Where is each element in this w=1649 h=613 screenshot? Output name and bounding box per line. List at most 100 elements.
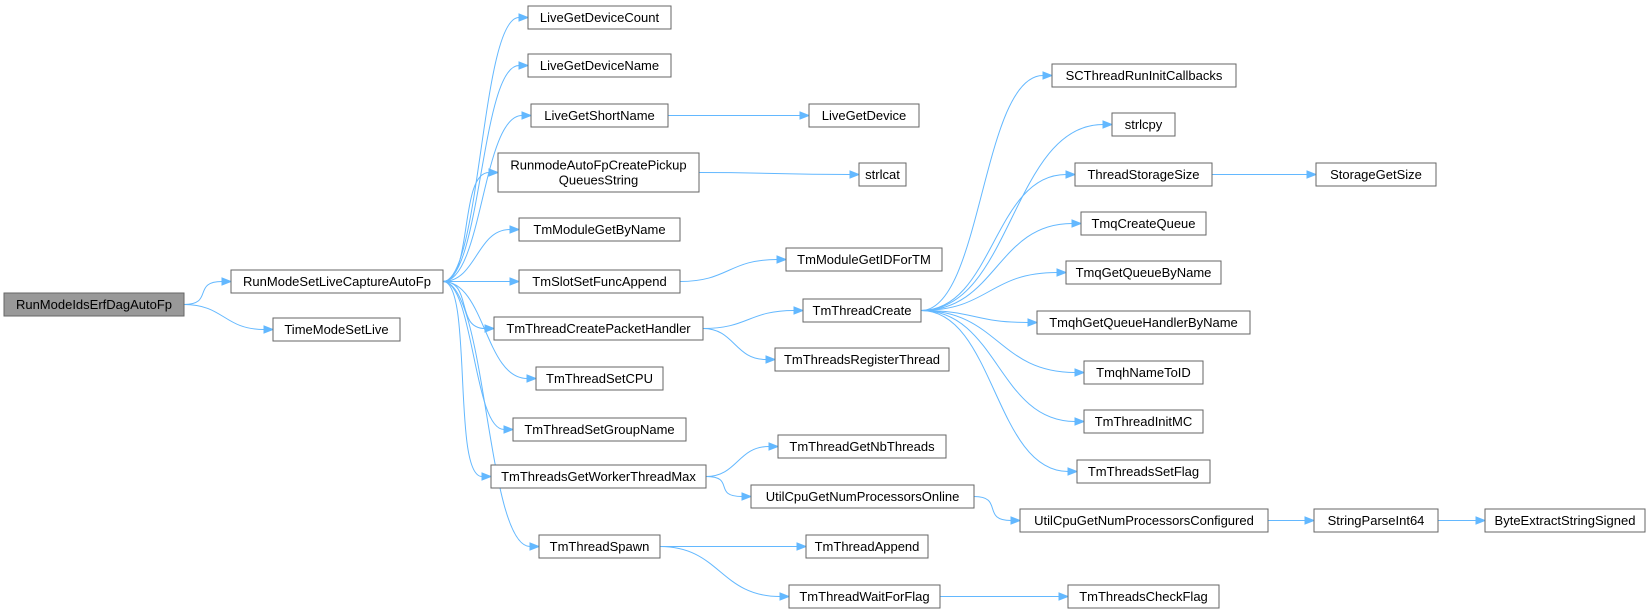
node-live-get-short-name[interactable]: LiveGetShortName [530,103,669,128]
node-live-get-device-name[interactable]: LiveGetDeviceName [527,53,672,78]
arrowhead [1074,368,1086,377]
edge-n23-n25 [659,546,791,601]
node-box [1051,63,1237,88]
arrowhead [1067,467,1079,476]
node-tm-thread-create-packet-handler[interactable]: TmThreadCreatePacketHandler [493,316,704,341]
node-scthread-run-init-callbacks[interactable]: SCThreadRunInitCallbacks [1051,63,1237,88]
edge-n13-n29 [920,170,1077,311]
node-run-mode-set-live-capture-auto-fp[interactable]: RunModeSetLiveCaptureAutoFp [230,269,444,294]
arrowhead [263,325,275,334]
node-box [788,584,941,609]
arrowhead [488,168,500,177]
arrowhead [741,492,753,501]
node-live-get-device-count[interactable]: LiveGetDeviceCount [527,5,672,30]
node-box [527,53,672,78]
node-label: TmqhNameToID [1096,365,1191,380]
node-tm-thread-append[interactable]: TmThreadAppend [805,534,929,559]
node-label: RunModeSetLiveCaptureAutoFp [243,274,431,289]
node-tm-threads-set-flag[interactable]: TmThreadsSetFlag [1076,459,1211,484]
edge-n23-n24 [660,542,808,551]
node-util-cpu-get-num-processors-configured[interactable]: UtilCpuGetNumProcessorsConfigured [1019,508,1269,533]
edge-line [698,172,851,175]
edge-line [442,281,486,329]
node-tm-threads-get-worker-thread-max[interactable]: TmThreadsGetWorkerThreadMax [490,464,707,489]
node-label: SCThreadRunInitCallbacks [1066,68,1223,83]
node-string-parse-int64[interactable]: StringParseInt64 [1313,508,1439,533]
node-tm-thread-set-cpu[interactable]: TmThreadSetCPU [535,366,664,391]
arrowhead [1065,170,1077,179]
node-thread-storage-size[interactable]: ThreadStorageSize [1074,162,1213,187]
edge-line [679,259,778,282]
node-box [774,347,950,372]
node-tm-module-get-idfor-tm[interactable]: TmModuleGetIDForTM [785,247,943,272]
edge-n12-n14 [702,328,777,364]
node-strlcpy[interactable]: strlcpy [1111,112,1176,137]
node-live-get-device[interactable]: LiveGetDevice [808,103,920,128]
node-tm-thread-wait-for-flag[interactable]: TmThreadWaitForFlag [788,584,941,609]
node-tm-thread-create[interactable]: TmThreadCreate [802,298,922,323]
node-box [535,366,664,391]
edge-line [702,328,767,360]
node-label: TmThreadCreate [813,303,912,318]
node-tm-thread-get-nb-threads[interactable]: TmThreadGetNbThreads [777,434,947,459]
node-label: TmThreadWaitForFlag [799,589,929,604]
edge-line [659,546,781,597]
node-label: TimeModeSetLive [284,322,388,337]
arrowhead [779,592,791,601]
node-time-mode-set-live[interactable]: TimeModeSetLive [272,317,401,342]
node-tmq-get-queue-by-name[interactable]: TmqGetQueueByName [1065,260,1222,285]
edge-n25-n26 [940,592,1070,601]
edge-n1-n17 [442,281,493,481]
edge-line [442,17,520,282]
node-box [785,247,943,272]
call-edges [183,13,1487,601]
node-box [1111,112,1176,137]
node-tmqh-get-queue-handler-by-name[interactable]: TmqhGetQueueHandlerByName [1036,310,1251,335]
node-box [1019,508,1269,533]
edge-line [973,496,1012,521]
edge-n1-n9 [442,225,521,282]
edge-line [702,310,795,329]
arrowhead [768,442,780,451]
node-strlcat[interactable]: strlcat [858,162,907,187]
node-label: LiveGetDeviceCount [540,10,660,25]
node-tm-thread-init-mc[interactable]: TmThreadInitMC [1083,409,1204,434]
edge-n13-n27 [920,71,1054,311]
arrowhead [1304,516,1316,525]
node-box [497,152,700,193]
node-label: TmThreadAppend [815,539,920,554]
edge-n1-n7 [442,168,500,282]
node-label: LiveGetShortName [544,108,655,123]
node-tm-slot-set-func-append[interactable]: TmSlotSetFuncAppend [518,269,681,294]
arrowhead [526,374,538,383]
node-storage-get-size[interactable]: StorageGetSize [1315,162,1437,187]
arrowhead [1027,318,1039,327]
node-tm-threads-check-flag[interactable]: TmThreadsCheckFlag [1067,584,1220,609]
node-tm-threads-register-thread[interactable]: TmThreadsRegisterThread [774,347,950,372]
edge-n0-n2 [183,304,275,334]
edge-line [183,281,223,305]
node-label: RunmodeAutoFpCreatePickup [510,158,686,173]
node-util-cpu-get-num-processors-online[interactable]: UtilCpuGetNumProcessorsOnline [750,484,975,509]
edge-n13-n36 [920,310,1079,476]
node-label: StringParseInt64 [1328,513,1425,528]
node-box [493,316,704,341]
node-run-mode-ids-erf-dag-auto-fp[interactable]: RunModeIdsErfDagAutoFp [3,292,185,317]
arrowhead [509,225,521,234]
edge-n12-n13 [702,306,805,329]
node-tmq-create-queue[interactable]: TmqCreateQueue [1080,211,1207,236]
node-tm-thread-spawn[interactable]: TmThreadSpawn [538,534,661,559]
node-label: TmThreadInitMC [1095,414,1193,429]
node-label: TmModuleGetIDForTM [797,252,931,267]
node-byte-extract-string-signed[interactable]: ByteExtractStringSigned [1484,508,1646,533]
node-label: TmSlotSetFuncAppend [532,274,666,289]
node-box [1484,508,1646,533]
edge-n17-n19 [705,476,753,501]
edge-n1-n10 [442,277,521,286]
edge-line [920,310,1076,373]
node-tm-module-get-by-name[interactable]: TmModuleGetByName [518,217,681,242]
node-tmqh-name-to-id[interactable]: TmqhNameToID [1083,360,1204,385]
node-tm-thread-set-group-name[interactable]: TmThreadSetGroupName [512,417,687,442]
